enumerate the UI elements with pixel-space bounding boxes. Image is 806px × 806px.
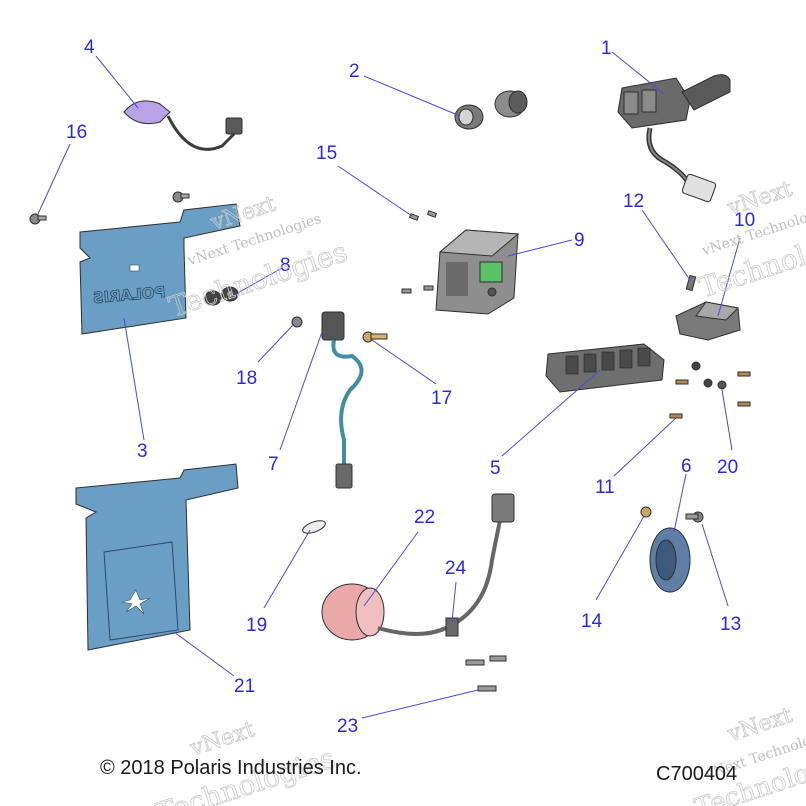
- part-21-front-bracket: [75, 463, 239, 651]
- part-14-nut: [640, 506, 652, 518]
- callout-22: 22: [414, 507, 435, 528]
- part-4-lamp: [123, 100, 243, 151]
- part-16-screws: [29, 191, 190, 225]
- part-3-plate-bracket: POLARIS: [79, 203, 241, 335]
- part-9-control-module: [435, 229, 520, 315]
- callout-23: 23: [337, 716, 358, 737]
- callout-8: 8: [280, 255, 291, 276]
- callout-10: 10: [734, 210, 755, 231]
- copyright-text: © 2018 Polaris Industries Inc.: [100, 757, 362, 779]
- part-18-nut: [291, 316, 303, 328]
- callout-6: 6: [681, 456, 692, 477]
- callout-24: 24: [445, 558, 467, 579]
- watermark-bottom-right: vNext Technologies Technologies vNext: [691, 703, 806, 806]
- watermark-bottom-left: Technologies vNext: [152, 717, 339, 806]
- part-23-screws: [465, 655, 507, 692]
- part-8-bushings: [204, 286, 239, 306]
- callout-21: 21: [234, 676, 255, 697]
- callout-18: 18: [236, 368, 257, 389]
- callout-5: 5: [490, 458, 501, 479]
- part-10-mount: [675, 301, 741, 341]
- callout-16: 16: [66, 122, 87, 143]
- callout-20: 20: [717, 457, 738, 478]
- part-13-bolt: [685, 511, 704, 523]
- callout-14: 14: [581, 611, 603, 632]
- callout-3: 3: [137, 441, 148, 462]
- callout-17: 17: [431, 388, 452, 409]
- callout-9: 9: [574, 230, 585, 251]
- part-15-screws: [401, 210, 438, 294]
- callout-2: 2: [349, 61, 360, 82]
- callout-12: 12: [623, 191, 644, 212]
- callout-7: 7: [268, 454, 279, 475]
- part-12-pin: [685, 274, 697, 292]
- callout-4: 4: [84, 37, 95, 58]
- callout-13: 13: [720, 614, 741, 635]
- svg-text:vNext: vNext: [186, 717, 258, 762]
- part-22-motor: [321, 493, 515, 641]
- part-20-nuts: [691, 361, 727, 390]
- drawing-number: C700404: [656, 763, 737, 785]
- part-1-switch-stalk: [617, 74, 731, 203]
- part-7-harness: [321, 311, 364, 489]
- part-6-horn: [649, 527, 691, 593]
- leader-lines: [37, 51, 741, 719]
- part-19-clip: [302, 520, 326, 534]
- callout-19: 19: [246, 615, 267, 636]
- callout-1: 1: [601, 38, 612, 59]
- part-5-switch-assembly: [545, 343, 665, 393]
- part-17-bolt: [362, 331, 388, 343]
- callout-11: 11: [595, 477, 615, 498]
- svg-text:Technologies: Technologies: [165, 235, 351, 324]
- svg-text:vNext: vNext: [724, 177, 796, 222]
- part-11-screws: [669, 371, 751, 419]
- callout-15: 15: [316, 143, 337, 164]
- part-2-connector-plugs: [454, 90, 528, 130]
